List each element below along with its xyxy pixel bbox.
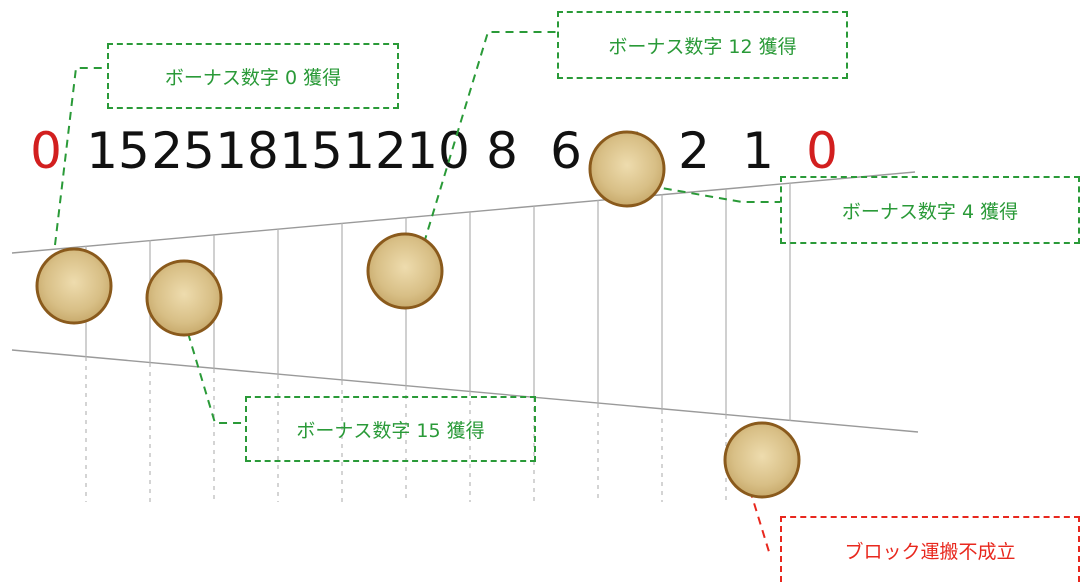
blocks: [35, 130, 801, 499]
board-top-edge: [11, 171, 916, 254]
annotation-text: ボーナス数字 12 獲得: [608, 35, 797, 58]
block: [588, 130, 666, 208]
leader-line-fail: [749, 489, 771, 556]
sequence-number: 2: [678, 122, 710, 180]
annotation-bonus-12: ボーナス数字 12 獲得: [557, 11, 848, 79]
leader-line-bonus-15: [187, 332, 245, 424]
sequence-number: 6: [550, 122, 582, 180]
sequence-number: 8: [486, 122, 518, 180]
annotation-text: ボーナス数字 4 獲得: [841, 200, 1019, 223]
sequence-number: 18: [215, 122, 279, 180]
block: [145, 259, 223, 337]
annotation-bonus-15: ボーナス数字 15 獲得: [245, 396, 536, 462]
annotation-bonus-0: ボーナス数字 0 獲得: [107, 43, 399, 109]
annotation-not-established: ブロック運搬不成立: [780, 516, 1080, 582]
sequence-number: 25: [151, 122, 215, 180]
board-bottom-edge: [11, 349, 919, 433]
annotation-text: ボーナス数字 15 獲得: [296, 419, 485, 442]
annotation-text: ボーナス数字 0 獲得: [164, 66, 342, 89]
block: [35, 247, 113, 325]
sequence-number: 0: [30, 122, 62, 180]
sequence-number: 12: [343, 122, 407, 180]
sequence-number: 15: [86, 122, 150, 180]
leader-line-bonus-12: [423, 31, 557, 244]
leader-line-bonus-4: [649, 185, 780, 203]
block: [366, 232, 444, 310]
sequence-number: 0: [806, 122, 838, 180]
sequence-number: 15: [279, 122, 343, 180]
leader-line-bonus-0: [54, 67, 107, 246]
number-sequence: 0 15 25 18 15 12 10 8 6 4 2 1 0: [30, 122, 838, 180]
annotation-bonus-4: ボーナス数字 4 獲得: [780, 176, 1080, 244]
block: [723, 421, 801, 499]
annotation-text: ブロック運搬不成立: [844, 540, 1016, 563]
leader-lines: [54, 31, 780, 556]
sequence-number: 10: [406, 122, 470, 180]
sequence-number: 1: [742, 122, 774, 180]
